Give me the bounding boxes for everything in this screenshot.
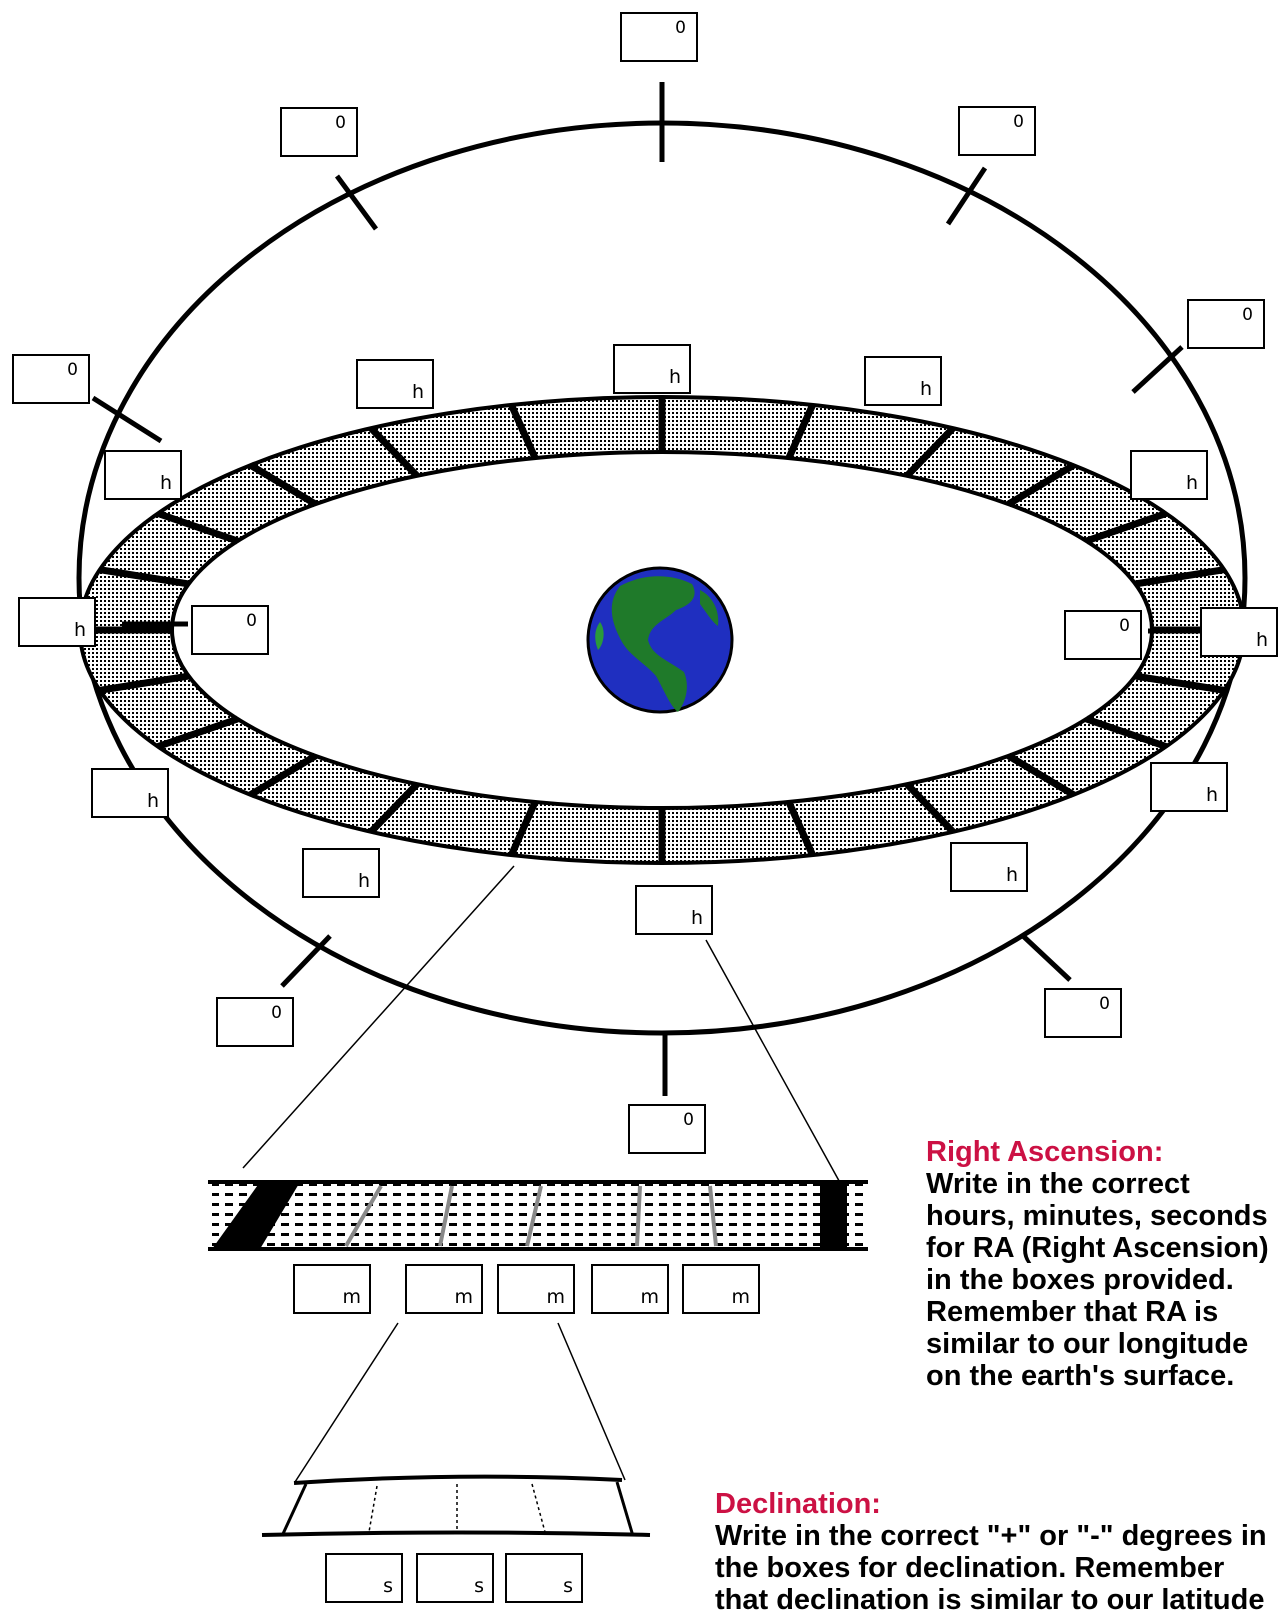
ra-hour-unit-label: h [74, 621, 86, 640]
ra-hour-box[interactable]: h [950, 842, 1028, 892]
declination-degree-box[interactable]: 0 [958, 106, 1036, 156]
ra-minute-box[interactable]: m [682, 1264, 760, 1314]
ra-hour-box[interactable]: h [635, 885, 713, 935]
declination-degree-unit-label: 0 [1242, 307, 1253, 324]
declination-degree-unit-label: 0 [335, 115, 346, 132]
declination-title: Declination: [715, 1488, 1285, 1520]
earth-globe-icon [588, 568, 732, 712]
declination-degree-unit-label: 0 [271, 1005, 282, 1022]
ra-hour-unit-label: h [691, 909, 703, 928]
declination-degree-box[interactable]: 0 [12, 354, 90, 404]
declination-degree-box[interactable]: 0 [1187, 299, 1265, 349]
ra-hour-unit-label: h [358, 872, 370, 891]
ra-hour-box[interactable]: h [1200, 607, 1278, 657]
ra-second-box[interactable]: s [416, 1553, 494, 1603]
declination-degree-box[interactable]: 0 [620, 12, 698, 62]
ra-hour-box[interactable]: h [1130, 450, 1208, 500]
ra-hour-box[interactable]: h [1150, 762, 1228, 812]
declination-degree-unit-label: 0 [1119, 618, 1130, 635]
minute-scale-strip [208, 1182, 868, 1249]
ra-minute-box[interactable]: m [405, 1264, 483, 1314]
ra-second-box[interactable]: s [325, 1553, 403, 1603]
declination-degree-unit-label: 0 [246, 613, 257, 630]
ra-minute-unit-label: m [731, 1288, 750, 1307]
ra-hour-box[interactable]: h [613, 344, 691, 394]
declination-degree-unit-label: 0 [1013, 114, 1024, 131]
ra-hour-unit-label: h [412, 383, 424, 402]
declination-degree-unit-label: 0 [1099, 996, 1110, 1013]
ra-minute-unit-label: m [640, 1288, 659, 1307]
ra-minute-box[interactable]: m [497, 1264, 575, 1314]
declination-degree-unit-label: 0 [683, 1112, 694, 1129]
ra-hour-unit-label: h [1206, 786, 1218, 805]
ra-second-box[interactable]: s [505, 1553, 583, 1603]
declination-degree-box[interactable]: 0 [1044, 988, 1122, 1038]
declination-instructions: Declination:Write in the correct "+" or … [715, 1488, 1285, 1616]
ra-hour-unit-label: h [1006, 866, 1018, 885]
ra-minute-unit-label: m [546, 1288, 565, 1307]
declination-degree-unit-label: 0 [675, 20, 686, 37]
ra-hour-box[interactable]: h [864, 356, 942, 406]
ra-minute-unit-label: m [454, 1288, 473, 1307]
ra-hour-box[interactable]: h [91, 768, 169, 818]
ra-hour-unit-label: h [669, 368, 681, 387]
right-ascension-text: Write in the correct hours, minutes, sec… [926, 1168, 1269, 1392]
ra-hour-unit-label: h [1186, 474, 1198, 493]
ra-second-unit-label: s [383, 1577, 393, 1596]
ra-hour-box[interactable]: h [302, 848, 380, 898]
ra-hour-unit-label: h [147, 792, 159, 811]
ra-hour-box[interactable]: h [356, 359, 434, 409]
declination-degree-box[interactable]: 0 [191, 605, 269, 655]
declination-degree-box[interactable]: 0 [628, 1104, 706, 1154]
right-ascension-title: Right Ascension: [926, 1136, 1285, 1168]
ra-hour-unit-label: h [1256, 631, 1268, 650]
declination-degree-box[interactable]: 0 [280, 107, 358, 157]
zoom-guide-lines [243, 866, 843, 1482]
seconds-scale-strip [262, 1477, 650, 1536]
ra-minute-box[interactable]: m [293, 1264, 371, 1314]
ra-hour-box[interactable]: h [18, 597, 96, 647]
ra-minute-box[interactable]: m [591, 1264, 669, 1314]
declination-degree-box[interactable]: 0 [216, 997, 294, 1047]
declination-degree-box[interactable]: 0 [1064, 610, 1142, 660]
right-ascension-instructions: Right Ascension:Write in the correct hou… [926, 1136, 1285, 1392]
ra-hour-box[interactable]: h [104, 450, 182, 500]
ra-second-unit-label: s [563, 1577, 573, 1596]
ra-hour-unit-label: h [160, 474, 172, 493]
ra-minute-unit-label: m [342, 1288, 361, 1307]
ra-second-unit-label: s [474, 1577, 484, 1596]
declination-text: Write in the correct "+" or "-" degrees … [715, 1520, 1267, 1616]
ra-hour-unit-label: h [920, 380, 932, 399]
declination-degree-unit-label: 0 [67, 362, 78, 379]
